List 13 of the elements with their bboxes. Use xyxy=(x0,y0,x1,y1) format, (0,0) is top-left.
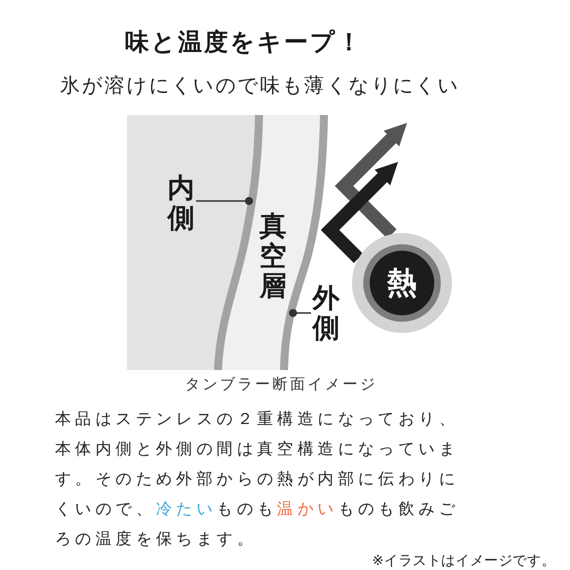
caption: タンブラー断面イメージ xyxy=(185,375,378,394)
heat-circle: 熱 xyxy=(352,233,452,333)
body-text: 本品はステンレスの２重構造になっており、本体内側と外側の間は真空構造になっています。そのため外部からの熱が内部に伝わりにくいので、冷たいものも温かいものも飲みごろの温度を保ちます。 xyxy=(55,408,460,550)
footnote: ※イラストはイメージです。 xyxy=(372,553,556,569)
leader-line xyxy=(289,309,311,317)
part-label: 外側 xyxy=(311,284,341,344)
part-label: 内側 xyxy=(166,174,196,234)
leader-line xyxy=(196,197,253,205)
heading: 味と温度をキープ！ xyxy=(125,27,363,58)
arrow xyxy=(334,122,408,239)
arrow xyxy=(320,162,398,263)
subheading: 氷が溶けにくいので味も薄くなりにくい xyxy=(60,72,460,99)
part-label: 真空層 xyxy=(258,212,288,302)
